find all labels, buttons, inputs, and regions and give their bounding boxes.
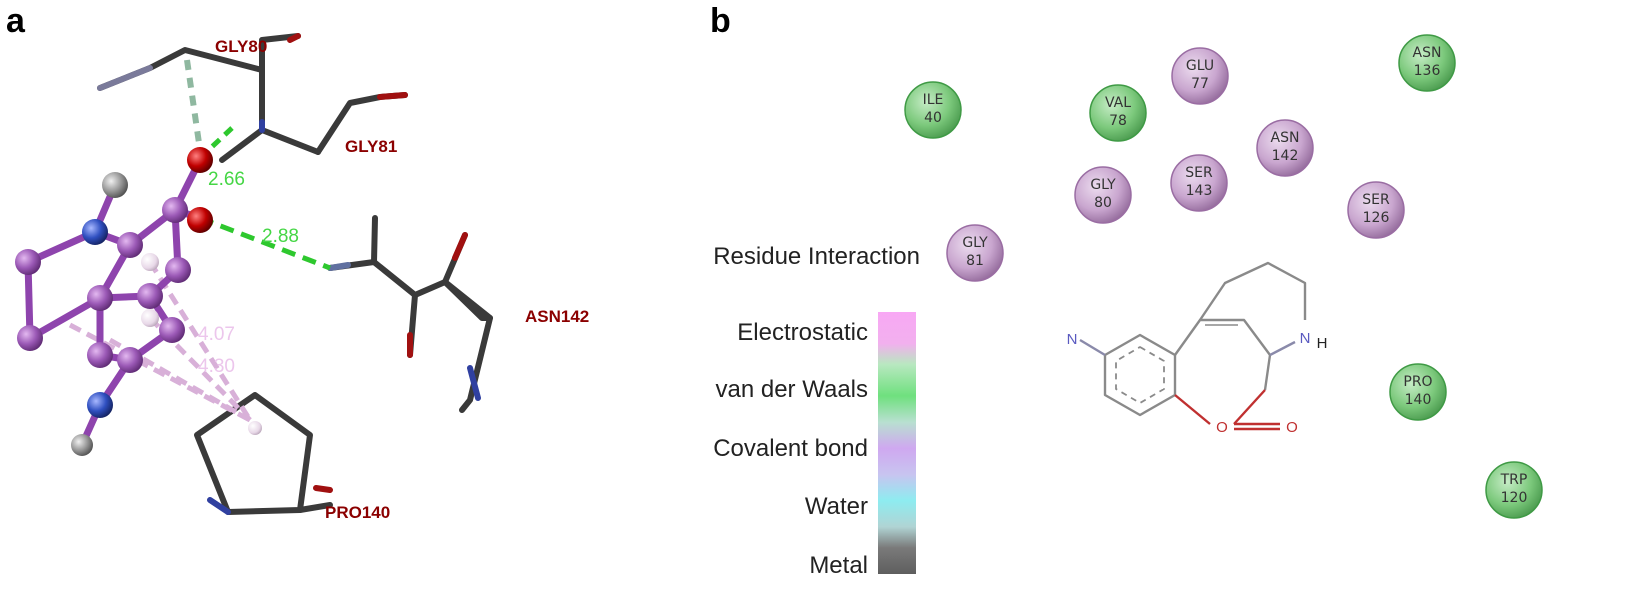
svg-text:80: 80	[1094, 195, 1112, 211]
atom-c	[162, 197, 188, 223]
atom-c	[87, 285, 113, 311]
residue-disc-ser143: SER 143	[1170, 154, 1228, 212]
atom-c	[117, 347, 143, 373]
panel-letter-a: a	[6, 2, 26, 40]
residue-label-pro140: PRO140	[325, 503, 390, 522]
atom-c	[117, 232, 143, 258]
panel-b-2d-diagram: b Residue Interaction Electrostatic van …	[710, 2, 1543, 579]
svg-text:78: 78	[1109, 113, 1127, 129]
svg-text:SER: SER	[1362, 192, 1390, 208]
svg-text:SER: SER	[1185, 165, 1213, 181]
svg-text:126: 126	[1363, 210, 1390, 226]
residue-disc-gly81: GLY 81	[946, 224, 1004, 282]
atom-n	[82, 219, 108, 245]
residue-disc-asn142: ASN 142	[1256, 119, 1314, 177]
atom-c	[87, 342, 113, 368]
svg-text:140: 140	[1405, 392, 1432, 408]
residue-disc-glu77: GLU 77	[1171, 47, 1229, 105]
distance-label: 4.30	[198, 356, 235, 377]
legend: Residue Interaction Electrostatic van de…	[713, 243, 920, 579]
residue-disc-trp120: TRP 120	[1485, 461, 1543, 519]
distance-label: 2.88	[262, 226, 299, 247]
svg-text:136: 136	[1414, 63, 1441, 79]
atom-o	[187, 207, 213, 233]
ring-centroid	[248, 421, 262, 435]
svg-text:TRP: TRP	[1500, 472, 1528, 488]
svg-text:GLY: GLY	[962, 235, 988, 251]
svg-text:ASN: ASN	[1413, 45, 1442, 61]
ligand-2d-structure	[1079, 261, 1307, 431]
residue-disc-ile40: ILE 40	[904, 81, 962, 139]
residue-disc-asn136: ASN 136	[1398, 34, 1456, 92]
legend-color-bar	[878, 312, 916, 574]
atom-label-h: H	[1317, 335, 1328, 352]
svg-text:GLU: GLU	[1186, 58, 1214, 74]
atom-label-o: O	[1216, 419, 1228, 436]
svg-text:120: 120	[1501, 490, 1528, 506]
atom-h	[71, 434, 93, 456]
residue-disc-ser126: SER 126	[1347, 181, 1405, 239]
distance-label: 2.66	[208, 169, 245, 190]
ring-centroid	[141, 253, 159, 271]
ligand-atoms	[15, 147, 262, 456]
svg-text:ILE: ILE	[923, 92, 944, 108]
residue-disc-gly80: GLY 80	[1074, 166, 1132, 224]
ligand-2d-atom-labels: N N H O O	[1067, 330, 1328, 436]
legend-item-van-der-waals: van der Waals	[715, 376, 868, 403]
residue-disc-pro140: PRO 140	[1389, 363, 1447, 421]
svg-text:143: 143	[1186, 183, 1213, 199]
panel-a-3d-view: a	[6, 2, 589, 522]
atom-o	[187, 147, 213, 173]
residue-disc-val78: VAL 78	[1089, 84, 1147, 142]
svg-text:PRO: PRO	[1403, 374, 1432, 390]
atom-label-n: N	[1300, 330, 1311, 347]
svg-text:VAL: VAL	[1105, 95, 1131, 111]
residue-label-asn142: ASN142	[525, 307, 589, 326]
legend-item-electrostatic: Electrostatic	[737, 319, 868, 346]
atom-c	[165, 257, 191, 283]
atom-c	[15, 249, 41, 275]
ring-centroid	[141, 309, 159, 327]
residue-label-gly81: GLY81	[345, 137, 397, 156]
distance-label: 4.07	[198, 324, 235, 345]
svg-text:77: 77	[1191, 76, 1209, 92]
svg-text:81: 81	[966, 253, 984, 269]
atom-label-n: N	[1067, 331, 1078, 348]
svg-text:GLY: GLY	[1090, 177, 1116, 193]
atom-c	[137, 283, 163, 309]
svg-text:142: 142	[1272, 148, 1299, 164]
protein-sticks	[97, 33, 493, 515]
legend-item-metal: Metal	[809, 552, 868, 579]
atom-n	[87, 392, 113, 418]
atom-h	[102, 172, 128, 198]
atom-c	[159, 317, 185, 343]
legend-title: Residue Interaction	[713, 243, 920, 270]
svg-text:ASN: ASN	[1271, 130, 1300, 146]
residue-label-gly80: GLY80	[215, 37, 267, 56]
residue-discs: ILE 40 VAL 78 GLU 77 ASN 136 ASN 142	[904, 34, 1543, 519]
legend-item-water: Water	[805, 493, 868, 520]
legend-item-covalent-bond: Covalent bond	[713, 435, 868, 462]
panel-letter-b: b	[710, 2, 731, 40]
svg-text:40: 40	[924, 110, 942, 126]
atom-c	[17, 325, 43, 351]
atom-label-o: O	[1286, 419, 1298, 436]
